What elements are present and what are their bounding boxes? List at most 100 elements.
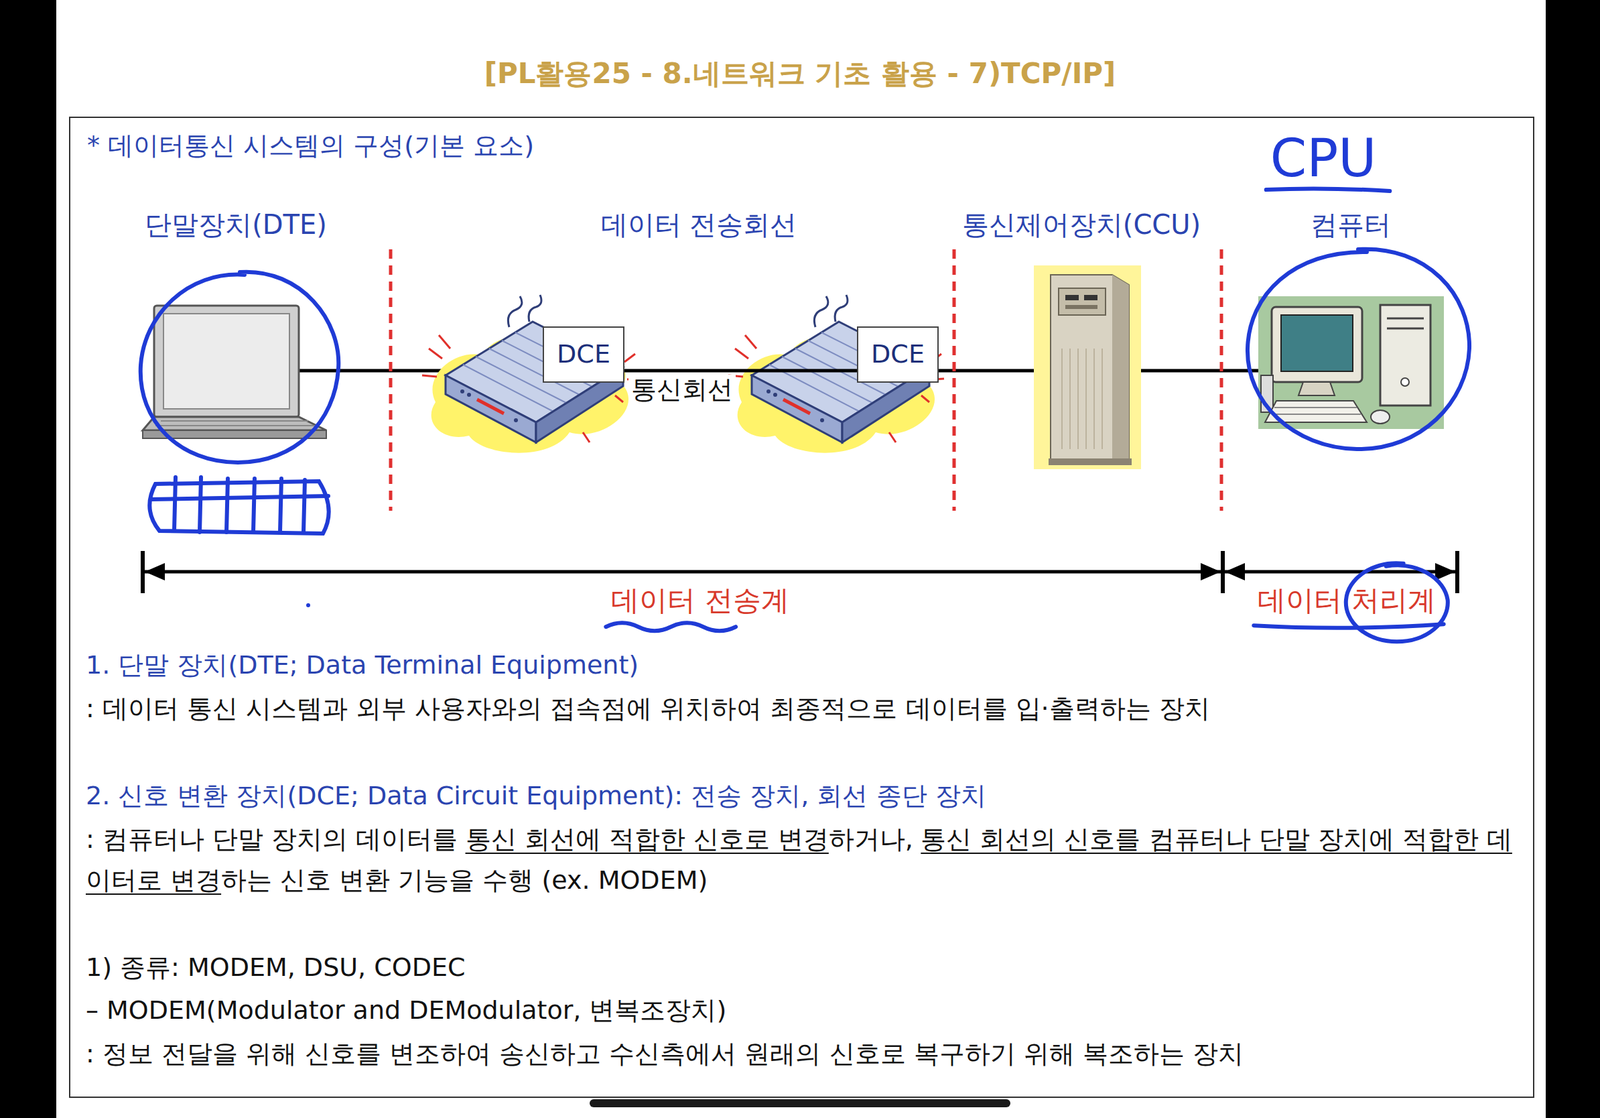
modem-illustration — [467, 392, 472, 397]
box-text: DCE — [871, 339, 925, 370]
modem-illustration — [422, 375, 437, 377]
item-heading: 1. 단말 장치(DTE; Data Terminal Equipment) — [85, 649, 639, 681]
connector — [624, 369, 857, 373]
computer-illustration — [1271, 413, 1361, 415]
modem-illustration — [513, 418, 518, 423]
modem-illustration — [438, 335, 451, 349]
boundary-line — [389, 249, 393, 511]
modem-illustration — [615, 395, 624, 403]
range-bracket — [1435, 562, 1456, 581]
laptop-icon — [163, 313, 290, 409]
modem-illustration — [422, 294, 638, 453]
item-text: : 컴퓨터나 단말 장치의 데이터를 — [85, 824, 458, 854]
handwritten-mark — [226, 478, 228, 532]
range-label: 데이터 처리계 — [1257, 583, 1436, 618]
boundary-line — [952, 249, 957, 511]
handwritten-mark — [1247, 249, 1470, 449]
computer-illustration — [1274, 406, 1357, 409]
handwritten-mark — [303, 479, 305, 532]
handwritten-note: CPU — [1270, 131, 1377, 185]
handwritten-mark — [1253, 623, 1444, 628]
laptop-icon — [154, 305, 299, 417]
computer-illustration — [1258, 296, 1444, 429]
modem-illustration — [477, 399, 504, 414]
computer-illustration — [1271, 306, 1363, 382]
item-text: 하는 신호 변환 기능을 수행 (ex. MODEM) — [221, 864, 708, 895]
item-text: : 정보 전달을 위해 신호를 변조하여 송신하고 수신측에서 원래의 신호로 … — [85, 1038, 1244, 1070]
section-heading: * 데이터통신 시스템의 구성(기본 요소) — [87, 130, 535, 162]
server-illustration — [1085, 348, 1087, 449]
laptop-icon — [155, 424, 317, 427]
slide-frame — [69, 117, 1534, 1097]
slide-title: [PL활용25 - 8.네트워크 기초 활용 - 7)TCP/IP] — [484, 56, 1117, 91]
server-illustration — [1065, 304, 1098, 309]
handwritten-mark — [174, 477, 176, 531]
server-illustration — [1058, 288, 1106, 315]
modem-illustration — [460, 389, 465, 394]
handwritten-mark — [253, 478, 255, 532]
wire — [1128, 369, 1260, 373]
modem-illustration — [582, 432, 590, 443]
handwritten-mark — [1266, 188, 1391, 191]
server-illustration — [1101, 348, 1103, 449]
boundary-line — [390, 249, 1222, 511]
column-heading: 데이터 전송회선 — [601, 208, 798, 241]
range-bracket — [142, 570, 1458, 574]
connector-label: 통신회선 — [628, 374, 736, 406]
item-text: 1) 종류: MODEM, DSU, CODEC — [85, 952, 465, 983]
handwritten-mark — [306, 603, 311, 608]
server-illustration — [1033, 265, 1142, 470]
server-illustration — [1069, 348, 1071, 449]
range-bracket — [144, 562, 165, 581]
modem-illustration — [528, 294, 542, 322]
server-illustration — [1093, 348, 1095, 449]
computer-illustration — [1386, 327, 1424, 330]
modem-illustration — [728, 294, 945, 453]
range-bracket — [1220, 550, 1225, 593]
computer-illustration — [1298, 381, 1335, 396]
item-text: – MODEM(Modulator and DEModulator, 변복조장치… — [85, 994, 727, 1026]
item-text: : 데이터 통신 시스템과 외부 사용자와의 접속점에 위치하여 최종적으로 데… — [85, 693, 1211, 725]
dce-box: DCE — [542, 326, 625, 383]
handwritten-mark — [605, 188, 1448, 642]
column-heading: 통신제어장치(CCU) — [962, 208, 1201, 241]
paragraph: : 컴퓨터나 단말 장치의 데이터를통신 회선에 적합한 신호로 변경하거나,통… — [85, 818, 1520, 901]
modem-illustration — [445, 375, 537, 443]
wire — [924, 369, 1052, 373]
computer-illustration — [1281, 314, 1353, 372]
server-illustration — [1112, 274, 1129, 461]
range-bracket — [140, 550, 145, 593]
modem-illustration — [428, 348, 443, 359]
computer-illustration — [1380, 304, 1431, 406]
server-illustration — [1033, 265, 1142, 470]
range-bracket — [1200, 562, 1221, 581]
range-bracket — [1455, 550, 1460, 593]
item-text: 통신 회선에 적합한 신호로 변경 — [465, 824, 829, 854]
box-text: DCE — [556, 339, 611, 370]
computer-illustration — [1370, 410, 1390, 424]
range-label: 데이터 전송계 — [611, 583, 789, 618]
server-illustration — [1048, 458, 1132, 465]
side-bar — [1545, 0, 1600, 1118]
handwritten-mark — [605, 622, 736, 631]
column-heading: 컴퓨터 — [1310, 208, 1391, 241]
handwritten-mark — [199, 477, 202, 532]
home-indicator — [589, 1098, 1011, 1107]
handwritten-mark — [140, 272, 340, 463]
laptop-icon — [142, 416, 327, 431]
handwritten-mark — [150, 495, 329, 500]
column-heading: 단말장치(DTE) — [144, 208, 327, 241]
modem-illustration — [507, 296, 522, 327]
laptop-icon — [160, 420, 309, 422]
server-illustration — [1077, 348, 1079, 449]
server-illustration — [1065, 294, 1079, 301]
item-heading: 2. 신호 변환 장치(DCE; Data Circuit Equipment)… — [85, 780, 987, 812]
server-illustration — [1084, 294, 1098, 301]
laptop-icon — [142, 305, 327, 439]
computer-illustration — [1258, 296, 1444, 429]
computer-illustration — [1401, 377, 1410, 386]
side-bar — [0, 0, 57, 1118]
range-bracket — [1224, 562, 1245, 581]
item-text: 하거나, — [828, 824, 914, 854]
